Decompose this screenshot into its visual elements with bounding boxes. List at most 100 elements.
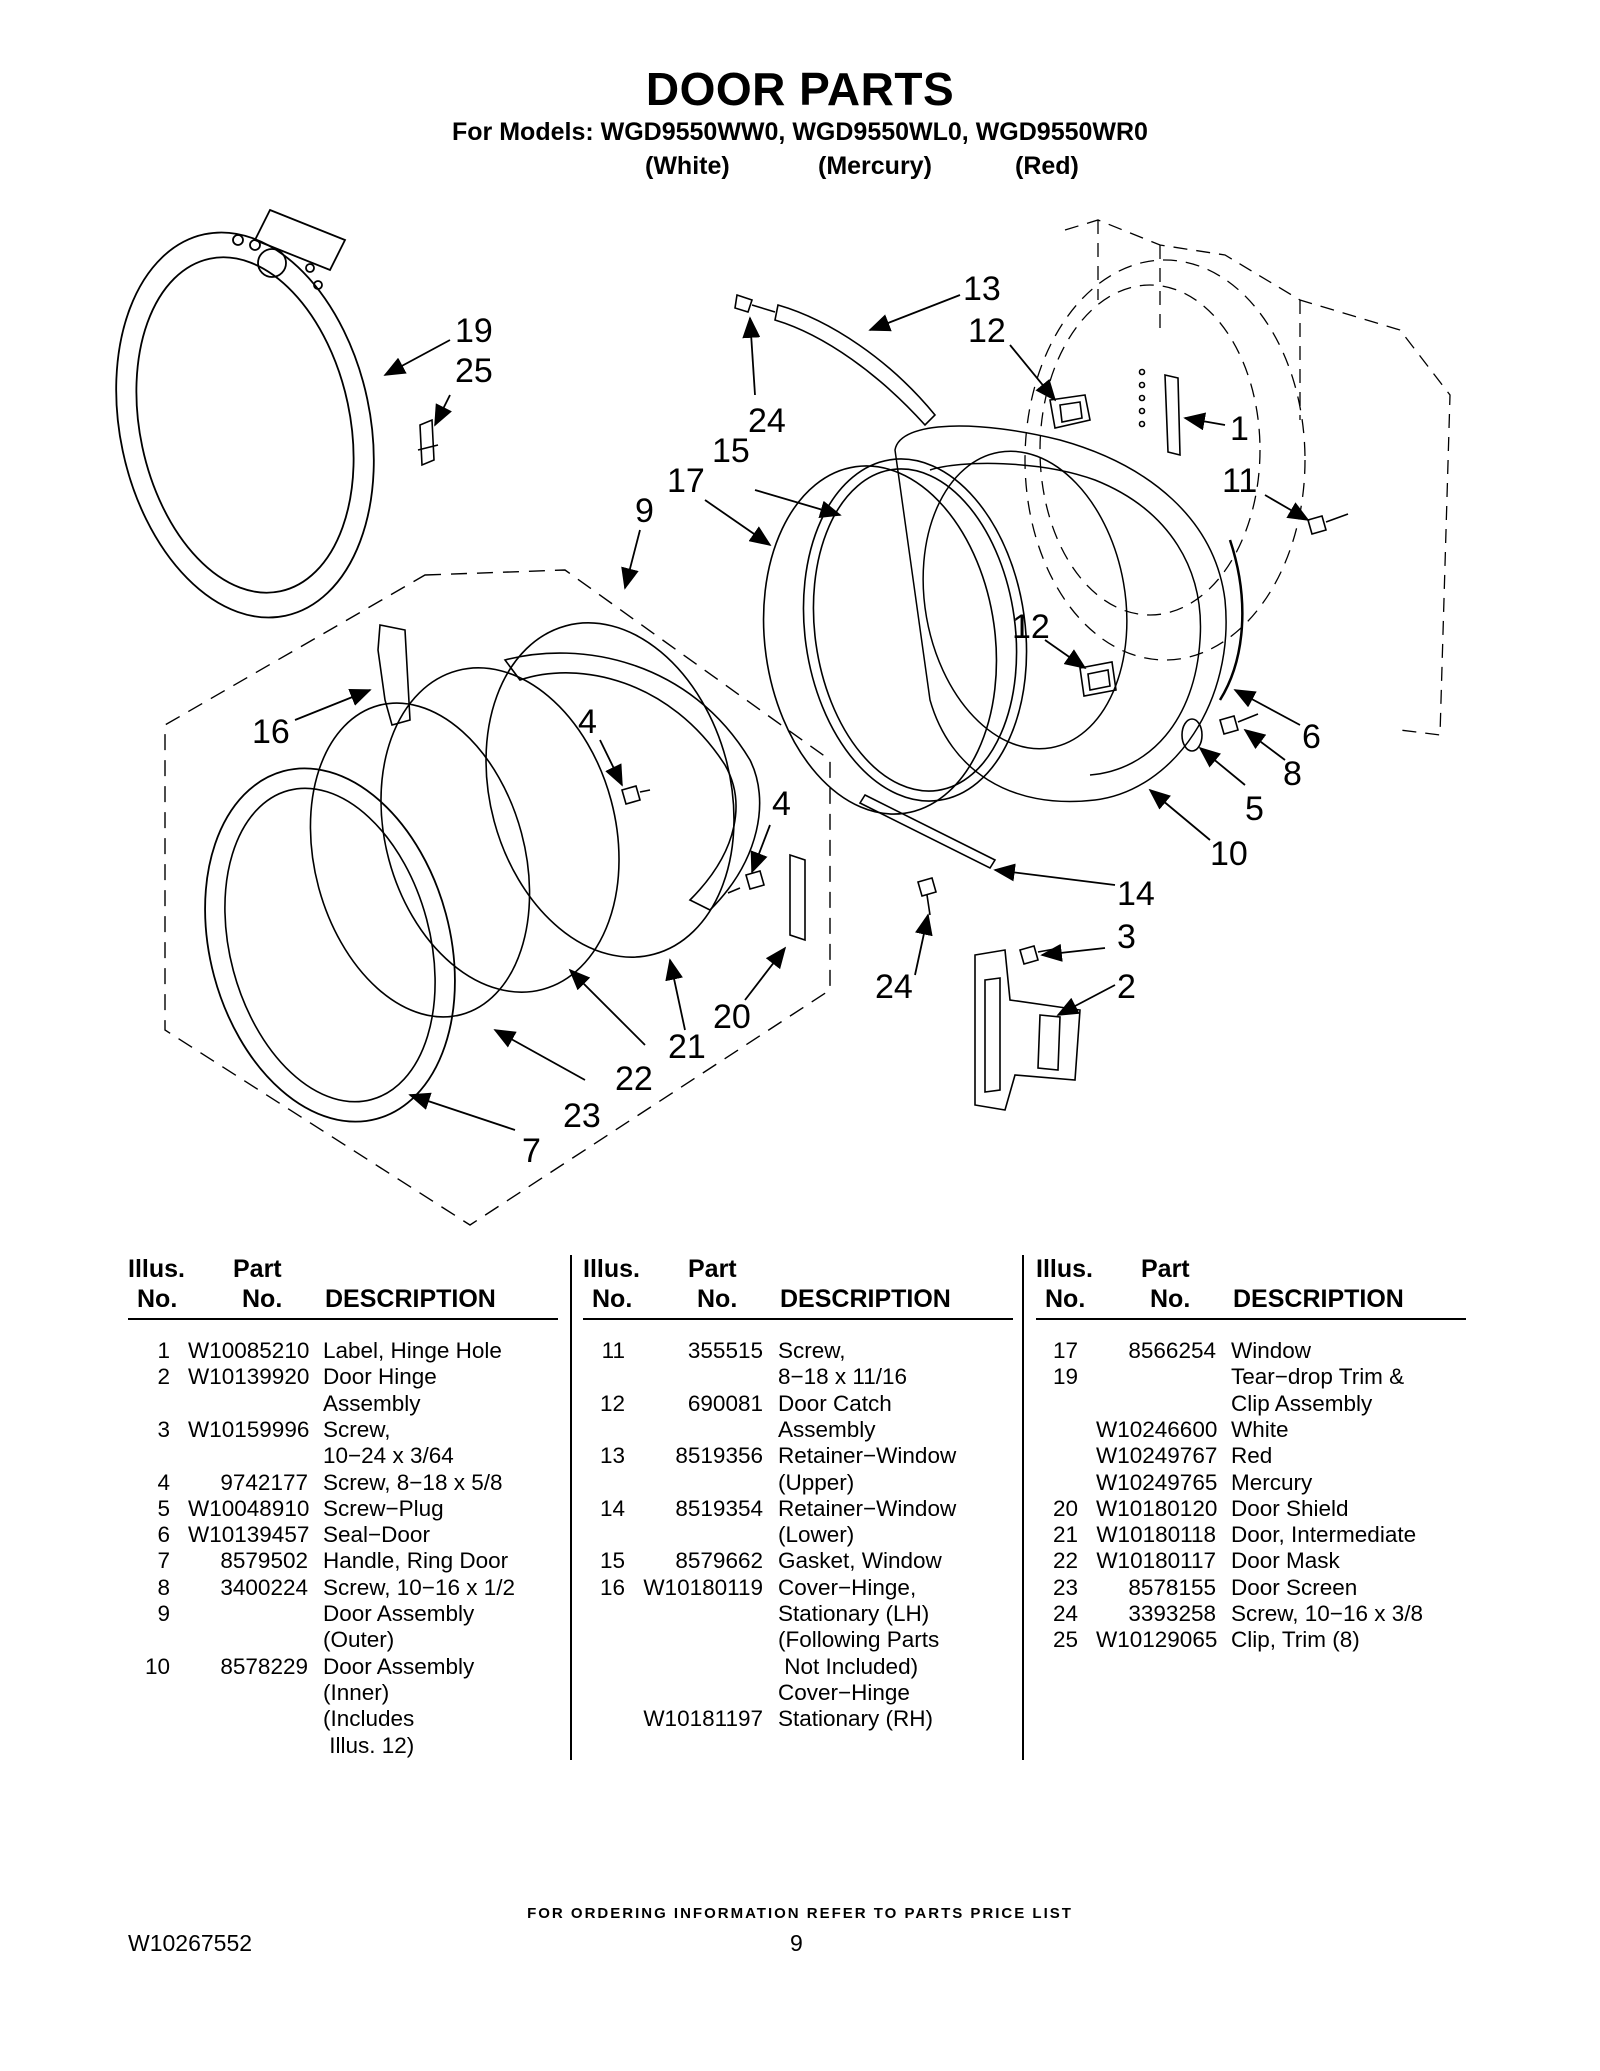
callout-10: 10 <box>1210 835 1248 873</box>
part-description: Not Included) <box>778 1653 919 1679</box>
callout-24: 24 <box>748 402 786 440</box>
header-rule-2 <box>583 1318 1013 1320</box>
part-description: Red <box>1231 1443 1273 1469</box>
page-title: DOOR PARTS <box>645 63 955 115</box>
ordering-note: FOR ORDERING INFORMATION REFER TO PARTS … <box>527 1905 1073 1922</box>
part-description: Seal−Door <box>323 1522 430 1548</box>
part-number: 3393258 <box>1128 1601 1216 1626</box>
part-description: Illus. 12) <box>323 1732 415 1758</box>
part-number: 355515 <box>687 1338 763 1363</box>
column-divider-1 <box>570 1255 572 1760</box>
illus-number: 15 <box>599 1548 625 1574</box>
part-number: 8566254 <box>1128 1338 1216 1363</box>
part-description: Screw, <box>323 1416 391 1442</box>
callout-13: 13 <box>963 270 1001 308</box>
part-description: Gasket, Window <box>778 1548 942 1574</box>
part-description: Door Catch <box>778 1390 892 1416</box>
part-description: 10−24 x 3/64 <box>323 1443 454 1469</box>
part-number: W10129065 <box>1096 1627 1218 1653</box>
outer-door-boundary <box>164 569 831 1226</box>
header-part-3: Part <box>1141 1255 1190 1283</box>
part-description: Retainer−Window <box>778 1443 957 1469</box>
illus-number: 22 <box>1052 1548 1078 1574</box>
label-dots <box>1138 368 1146 428</box>
part-description: Door Assembly <box>323 1601 475 1626</box>
window-glass <box>762 465 998 815</box>
illus-number: 13 <box>599 1443 625 1469</box>
illus-number: 20 <box>1052 1495 1078 1521</box>
part-number: W10249767 <box>1096 1443 1218 1469</box>
illus-number: 3 <box>157 1416 170 1442</box>
screw-4-left <box>621 785 651 805</box>
illus-number: 21 <box>1052 1522 1078 1548</box>
tear-drop-trim <box>115 208 375 619</box>
part-description: Window <box>1231 1338 1312 1363</box>
header-desc-2: DESCRIPTION <box>780 1285 951 1313</box>
part-number: W10180117 <box>1096 1548 1216 1574</box>
part-number: 8519354 <box>675 1495 763 1521</box>
screw-8 <box>1219 713 1259 735</box>
illus-number: 25 <box>1052 1627 1078 1653</box>
header-illus-3: Illus. <box>1036 1255 1093 1283</box>
part-number: 8519356 <box>675 1443 763 1469</box>
part-description: Screw, <box>778 1338 846 1363</box>
illus-number: 1 <box>157 1338 170 1363</box>
part-description: Stationary (RH) <box>778 1706 934 1732</box>
inner-door <box>894 425 1227 803</box>
intermediate-door <box>485 622 735 958</box>
illus-number: 5 <box>157 1495 170 1521</box>
header-desc-3: DESCRIPTION <box>1233 1285 1404 1313</box>
callout-2: 2 <box>1117 968 1136 1006</box>
illus-number: 23 <box>1052 1574 1078 1600</box>
part-description: (Outer) <box>323 1627 395 1653</box>
illus-number: 6 <box>157 1522 170 1548</box>
illus-number: 17 <box>1052 1338 1078 1363</box>
document-number: W10267552 <box>128 1930 253 1956</box>
part-description: Clip, Trim (8) <box>1231 1627 1360 1653</box>
part-number: W10246600 <box>1096 1416 1218 1442</box>
part-number: W10180120 <box>1096 1495 1218 1521</box>
part-description: Handle, Ring Door <box>323 1548 509 1574</box>
upper-window-retainer <box>774 303 937 427</box>
callout-labels: 13 12 19 25 24 1 15 17 11 9 12 16 4 6 8 … <box>252 270 1321 1170</box>
part-description: Screw, 8−18 x 5/8 <box>323 1469 503 1495</box>
lower-window-retainer <box>858 793 997 870</box>
callout-12b: 12 <box>1012 608 1050 646</box>
illus-number: 16 <box>599 1574 625 1600</box>
window-gasket-inner <box>812 468 1018 792</box>
part-description: Retainer−Window <box>778 1495 957 1521</box>
part-number: 9742177 <box>220 1469 308 1495</box>
part-number: W10139920 <box>188 1364 310 1390</box>
header-rule-3 <box>1036 1318 1466 1320</box>
callout-4: 4 <box>578 703 597 741</box>
door-mask <box>380 667 620 993</box>
part-description: Door Hinge <box>323 1364 437 1390</box>
header-no-3: No. <box>1045 1285 1086 1313</box>
part-description: 8−18 x 11/16 <box>778 1364 908 1390</box>
variant-white: (White) <box>645 152 730 180</box>
part-description: Mercury <box>1231 1469 1313 1495</box>
illus-number: 11 <box>601 1338 625 1363</box>
part-description: Label, Hinge Hole <box>323 1338 502 1363</box>
callout-14: 14 <box>1117 875 1155 913</box>
part-description: Door Assembly <box>323 1653 475 1679</box>
door-seal <box>1218 539 1244 701</box>
screw-24-lower <box>917 877 937 916</box>
part-description: Screw, 10−16 x 1/2 <box>323 1574 515 1600</box>
part-description: (Includes <box>323 1706 415 1732</box>
callout-7: 7 <box>522 1132 541 1170</box>
part-number: W10085210 <box>188 1338 310 1363</box>
illus-number: 14 <box>599 1495 625 1521</box>
part-description: Door Shield <box>1231 1495 1349 1521</box>
callout-1: 1 <box>1230 410 1249 448</box>
door-catch-lower <box>1079 661 1117 697</box>
models-line: For Models: WGD9550WW0, WGD9550WL0, WGD9… <box>452 118 1148 146</box>
part-description: White <box>1231 1416 1289 1442</box>
part-number: 3400224 <box>220 1574 308 1600</box>
part-number: 8579502 <box>220 1548 308 1574</box>
callout-6: 6 <box>1302 718 1321 756</box>
part-description: Door Mask <box>1231 1548 1340 1574</box>
hinge-cover-lh <box>377 624 411 726</box>
variant-mercury: (Mercury) <box>818 152 932 180</box>
header-part-2: Part <box>688 1255 737 1283</box>
